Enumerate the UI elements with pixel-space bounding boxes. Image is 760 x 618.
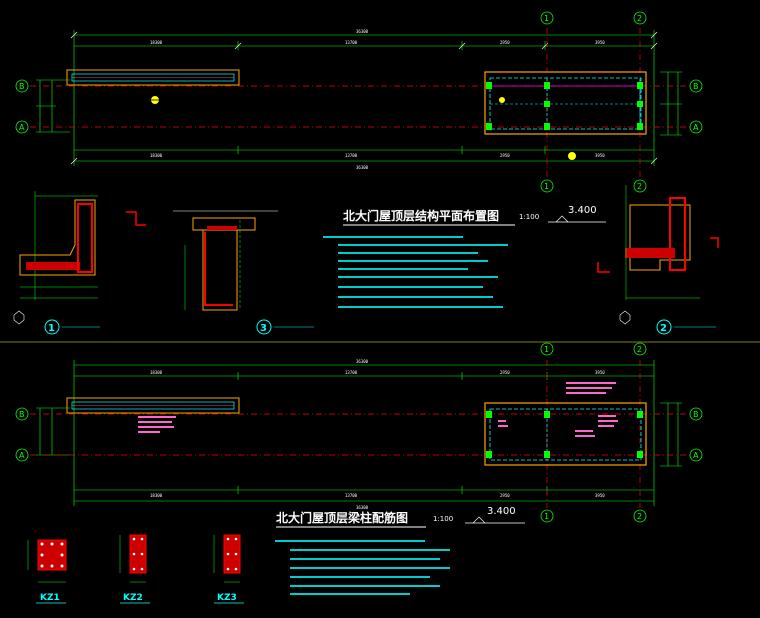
axis-bubble-A-right-2 [689, 448, 703, 462]
axis-label-2-top-2: 2 [637, 345, 642, 354]
title-block-top: 北大门屋顶层结构平面布置图 1:100 3.400 [343, 205, 606, 226]
notes-bottom [275, 540, 450, 595]
column-label-kz1: KZ1 [40, 593, 60, 603]
column-label-kz3: KZ3 [217, 593, 237, 603]
axis-label-2-top: 2 [637, 14, 642, 23]
column-section-kz3: KZ3 [213, 534, 244, 604]
svg-text:13700: 13700 [345, 153, 358, 158]
axis-bubble-1-top [540, 11, 554, 25]
axis-bubble-2-top [633, 11, 647, 25]
bottom-dim-texts: 36300 18300 13700 2950 3950 18300 13700 … [150, 359, 605, 510]
plan-title-top: 北大门屋顶层结构平面布置图 [343, 208, 499, 223]
section-label-2: 2 [660, 323, 667, 334]
axis-bubble-B-right [689, 79, 703, 93]
svg-text:36300: 36300 [356, 359, 369, 364]
axis-label-2-bottom: 2 [637, 182, 642, 191]
axis-label-B-left: B [19, 82, 25, 91]
svg-text:2950: 2950 [500, 493, 510, 498]
plan-scale-top: 1:100 [519, 213, 539, 221]
axis-bubble-1-bottom [540, 179, 554, 193]
axis-bubble-A-left [15, 120, 29, 134]
axis-label-1-top-2: 1 [544, 345, 549, 354]
axis-label-A-right: A [693, 123, 699, 132]
section-detail-2: 2 [597, 185, 719, 335]
top-dim-texts: 36300 18300 13700 2950 3950 18300 13700 … [150, 29, 605, 170]
axis-label-A-left-2: A [19, 451, 25, 460]
svg-text:13700: 13700 [345, 370, 358, 375]
svg-text:18300: 18300 [150, 493, 163, 498]
svg-text:2950: 2950 [500, 40, 510, 45]
svg-text:18300: 18300 [150, 370, 163, 375]
svg-text:3950: 3950 [595, 153, 605, 158]
svg-text:13700: 13700 [345, 40, 358, 45]
svg-text:2950: 2950 [500, 153, 510, 158]
plan-title-bottom: 北大门屋顶层梁柱配筋图 [276, 510, 408, 525]
axis-label-A-right-2: A [693, 451, 699, 460]
axis-bubble-2-bottom-2 [633, 509, 647, 523]
axis-bubble-2-bottom [633, 179, 647, 193]
axis-bubbles-bottom: B A B A 1 2 1 2 [15, 342, 703, 523]
plan-elevation-bottom: 3.400 [487, 506, 516, 517]
svg-text:36300: 36300 [356, 165, 369, 170]
title-block-bottom: 北大门屋顶层梁柱配筋图 1:100 3.400 [276, 506, 525, 528]
axis-bubble-2-top-2 [633, 342, 647, 356]
bottom-dimensions [36, 360, 682, 506]
svg-text:3950: 3950 [595, 493, 605, 498]
svg-text:36300: 36300 [356, 29, 369, 34]
axis-label-B-right-2: B [693, 410, 699, 419]
axis-bubble-A-right [689, 120, 703, 134]
top-dimensions [36, 30, 682, 166]
axis-bubble-1-bottom-2 [540, 509, 554, 523]
axis-bubble-A-left-2 [15, 448, 29, 462]
axis-bubble-B-left [15, 79, 29, 93]
elevation-marker-icon-2 [568, 152, 576, 160]
left-canopy-bottom [66, 397, 240, 433]
notes-top [323, 236, 508, 308]
section-label-1: 1 [48, 323, 55, 334]
plan-scale-bottom: 1:100 [433, 515, 453, 523]
svg-text:36300: 36300 [356, 505, 369, 510]
left-canopy-top [66, 69, 240, 104]
svg-text:13700: 13700 [345, 493, 358, 498]
plan-elevation-top: 3.400 [568, 205, 597, 216]
axis-bubbles-top: B A B A 1 2 1 2 [15, 11, 703, 193]
svg-text:3950: 3950 [595, 370, 605, 375]
svg-text:18300: 18300 [150, 153, 163, 158]
axis-bubble-1-top-2 [540, 342, 554, 356]
right-room-top [484, 71, 647, 160]
section-detail-3: 3 [173, 210, 314, 335]
svg-text:2950: 2950 [500, 370, 510, 375]
top-plan: 36300 18300 13700 2950 3950 18300 13700 … [13, 11, 719, 335]
svg-text:18300: 18300 [150, 40, 163, 45]
axis-bubble-B-right-2 [689, 407, 703, 421]
section-label-3: 3 [260, 323, 267, 334]
right-room-bottom [484, 382, 647, 466]
svg-text:3950: 3950 [595, 40, 605, 45]
axis-label-2-bottom-2: 2 [637, 512, 642, 521]
axis-label-A-left: A [19, 123, 25, 132]
column-section-kz1: KZ1 [27, 539, 67, 604]
column-label-kz2: KZ2 [123, 593, 143, 603]
axis-label-1-top: 1 [544, 14, 549, 23]
elevation-marker-icon-3 [499, 97, 505, 103]
axis-label-1-bottom-2: 1 [544, 512, 549, 521]
axis-label-B-left-2: B [19, 410, 25, 419]
section-detail-1: 1 [13, 191, 146, 335]
axis-label-B-right: B [693, 82, 699, 91]
bottom-plan: 36300 18300 13700 2950 3950 18300 13700 … [15, 342, 703, 604]
column-section-kz2: KZ2 [119, 534, 150, 604]
axis-label-1-bottom: 1 [544, 182, 549, 191]
top-ticks [70, 31, 658, 165]
axis-bubble-B-left-2 [15, 407, 29, 421]
